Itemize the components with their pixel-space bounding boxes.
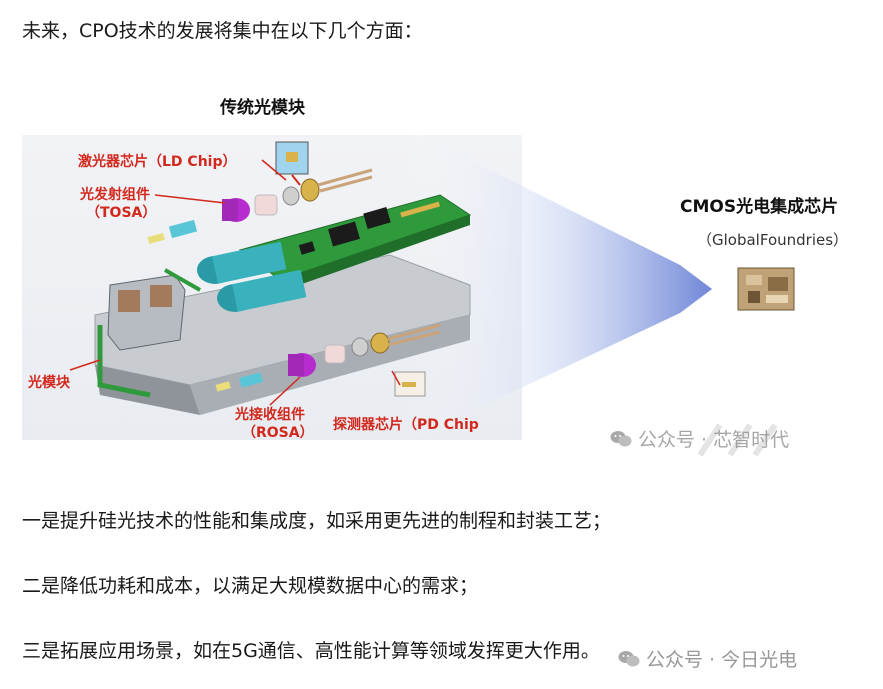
figure-watermark-text: 公众号 · 芯智时代	[638, 429, 790, 451]
bottom-watermark-text: 公众号 · 今日光电	[646, 649, 798, 671]
arrow-shape	[400, 125, 712, 445]
point-1: 一是提升硅光技术的性能和集成度，如采用更先进的制程和封装工艺；	[22, 510, 612, 532]
bottom-watermark: 公众号 · 今日光电	[618, 645, 797, 672]
figure-title: 传统光模块	[220, 98, 305, 118]
module-diagram	[22, 125, 795, 457]
label-ld-chip: 激光器芯片（LD Chip）	[78, 154, 237, 170]
point-3: 三是拓展应用场景，如在5G通信、高性能计算等领域发挥更大作用。	[22, 640, 600, 662]
wechat-icon	[618, 651, 640, 667]
wechat-icon	[610, 431, 632, 447]
point-2: 二是降低功耗和成本，以满足大规模数据中心的需求；	[22, 575, 479, 597]
cmos-subtitle: （GlobalFoundries）	[697, 231, 849, 249]
label-rosa-abbr: （ROSA）	[242, 425, 314, 441]
intro-paragraph: 未来，CPO技术的发展将集中在以下几个方面：	[22, 20, 423, 42]
label-module: 光模块	[28, 375, 70, 391]
label-tosa: 光发射组件	[80, 187, 150, 203]
label-tosa-abbr: （TOSA）	[86, 205, 157, 221]
label-pd-chip: 探测器芯片（PD Chip	[333, 417, 479, 433]
label-rosa: 光接收组件	[235, 407, 305, 423]
cmos-title: CMOS光电集成芯片	[680, 197, 839, 217]
figure-watermark: 公众号 · 芯智时代	[610, 425, 789, 452]
optical-module-figure: 传统光模块 激光器芯片（LD Chip） 光发射组件 （TOSA） 光模块 光接…	[0, 85, 883, 480]
